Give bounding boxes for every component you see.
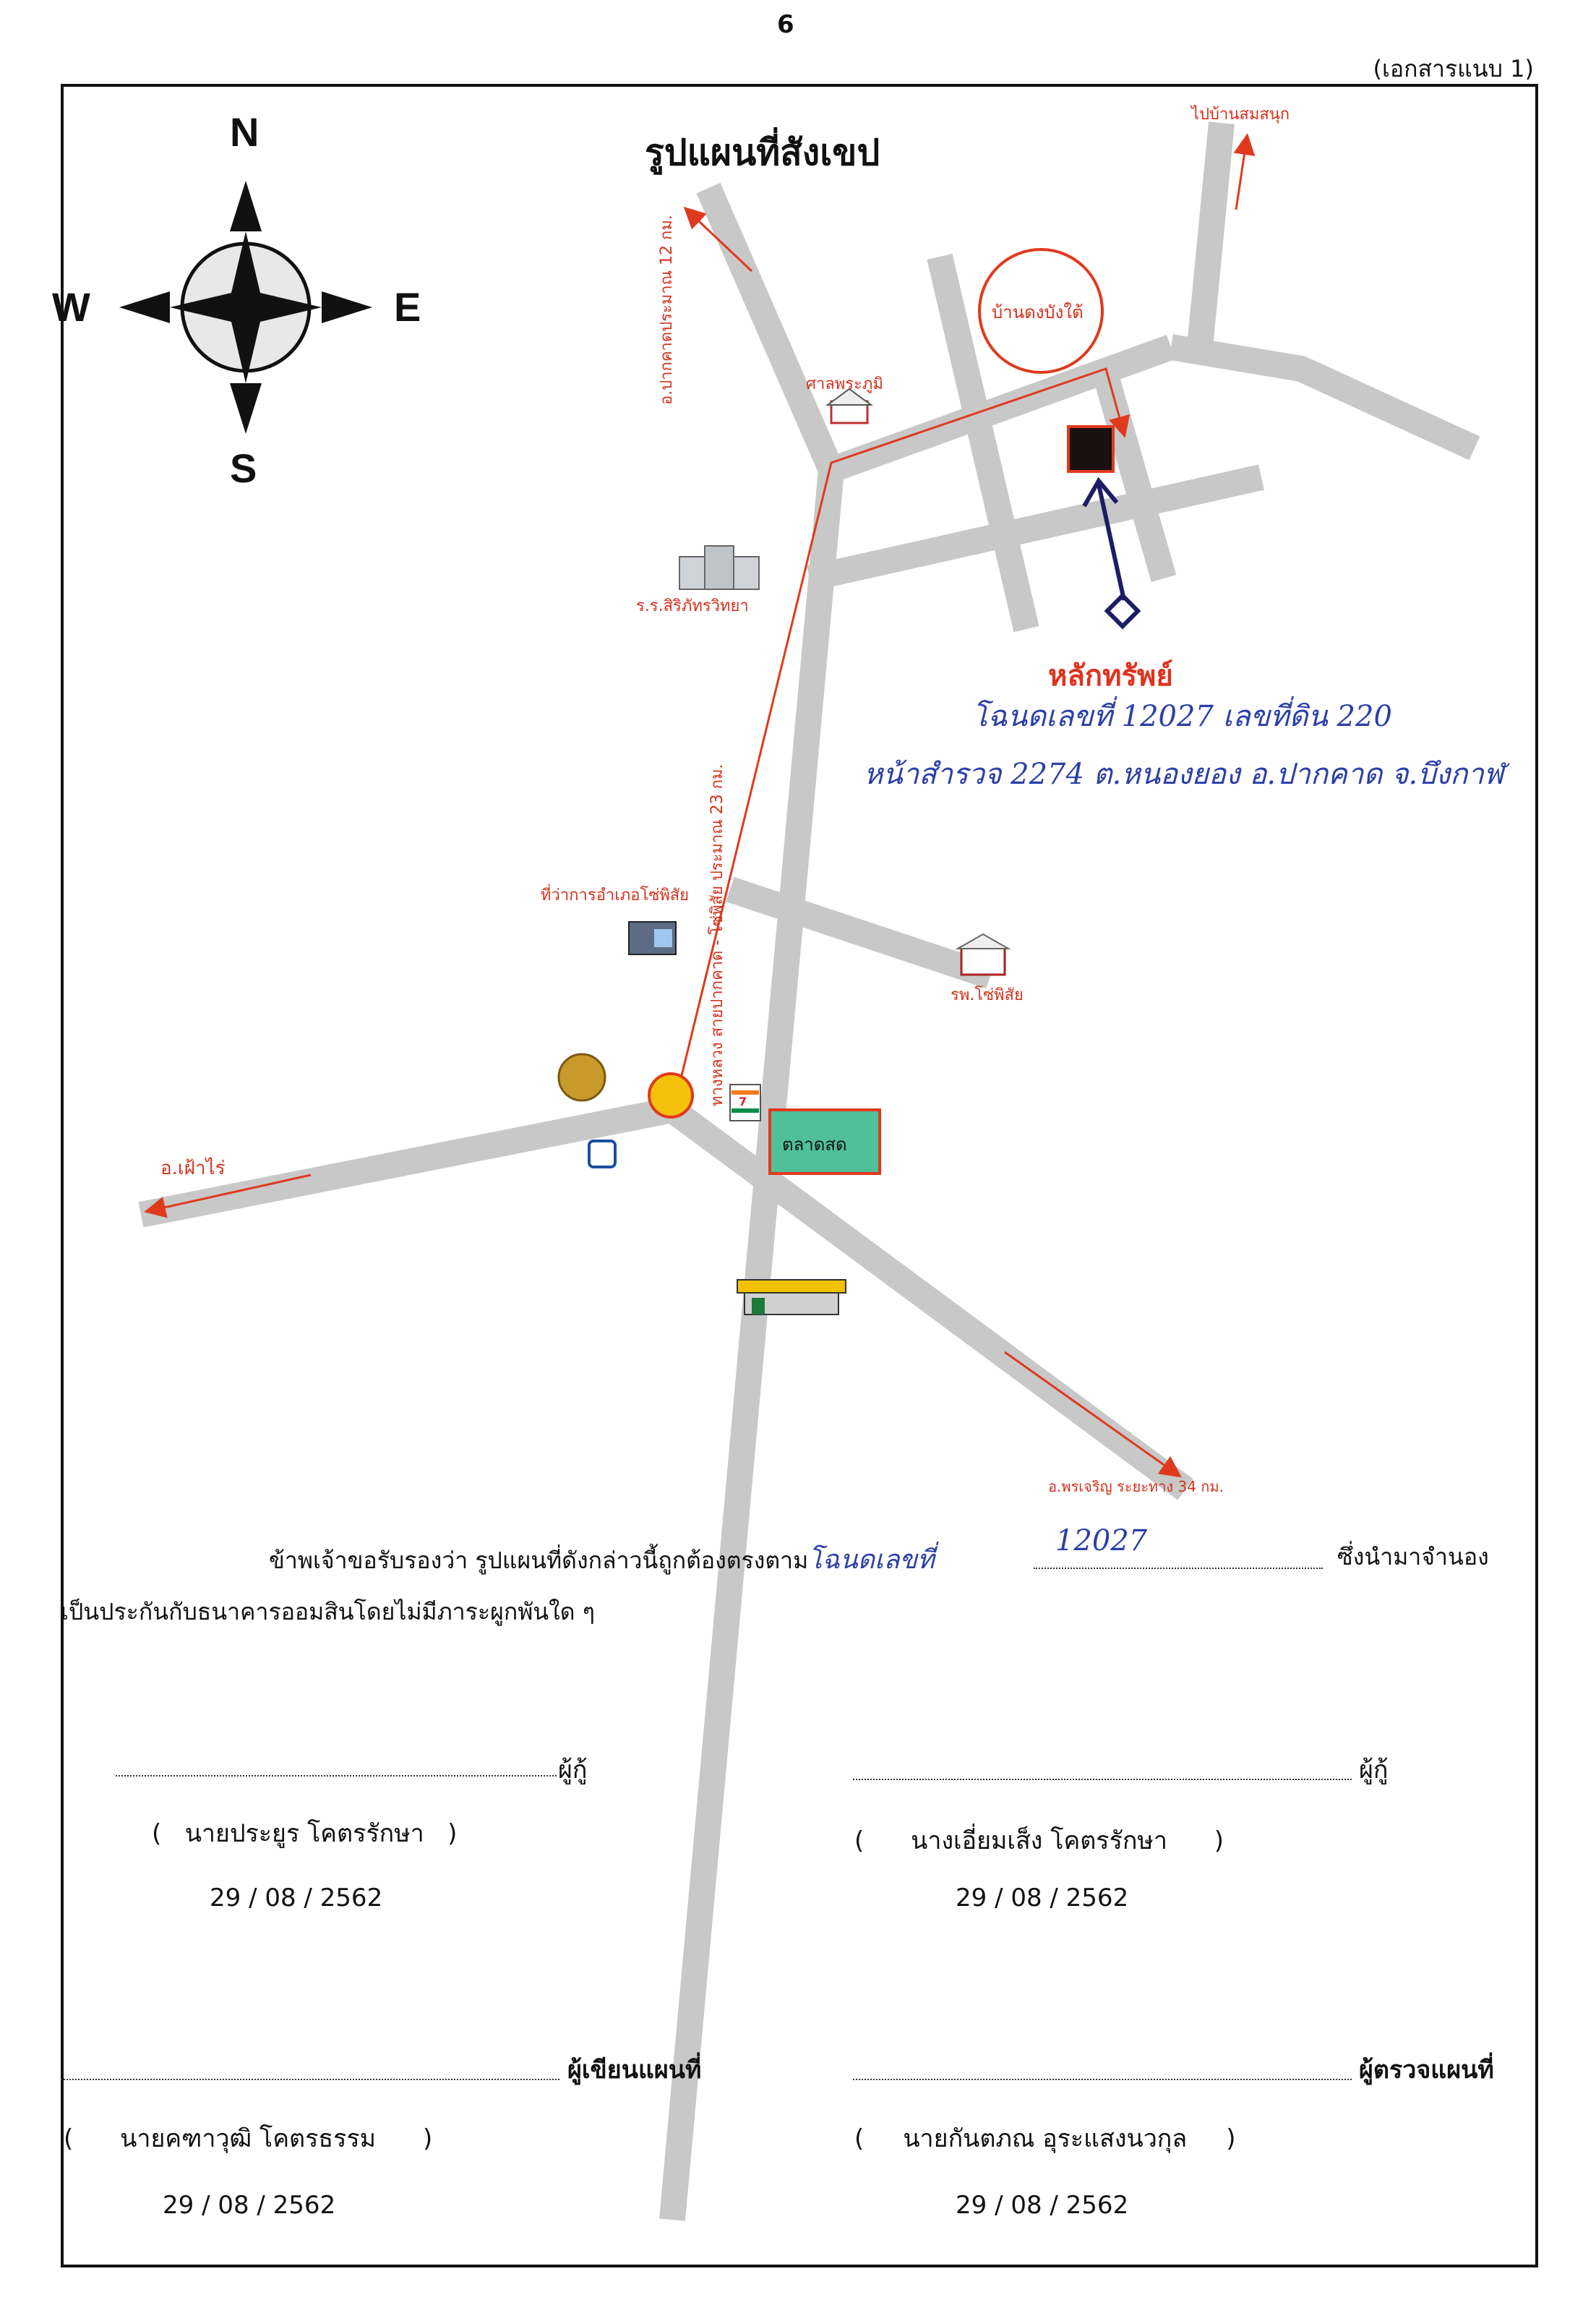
sig1-name: ( นายประยูร โคตรรักษา )	[152, 1819, 458, 1848]
sig3-line	[61, 2079, 559, 2080]
sig2-role: ผู้กู้	[1359, 1756, 1389, 1784]
sig1-line	[116, 1775, 557, 1777]
school-icon	[679, 545, 760, 590]
cert-handwritten: โฉนดเลขที่	[808, 1545, 935, 1575]
sig4-role: ผู้ตรวจแผนที่	[1359, 2056, 1494, 2085]
sig3-name: ( นายคฑาวุฒิ โคตรธรรม )	[64, 2124, 433, 2153]
label-village: บ้านดงบังใต้	[992, 302, 1084, 322]
bank-icon	[588, 1140, 617, 1168]
route-lines	[144, 133, 1256, 1478]
road-village-east	[1093, 372, 1177, 582]
asset-survey-line: หน้าสำรวจ 2274 ต.หนองยอง อ.ปากคาด จ.บึงก…	[864, 758, 1504, 791]
junction-marker	[648, 1072, 694, 1119]
sig2-line	[853, 1779, 1352, 1780]
label-phon-charoen: อ.พรเจริญ ระยะทาง 34 กม.	[1048, 1478, 1224, 1495]
sig3-date: 29 / 08 / 2562	[163, 2191, 336, 2220]
label-hospital: รพ.โซ่พิสัย	[951, 986, 1024, 1004]
asset-deed-line: โฉนดเลขที่ 12027 เลขที่ดิน 220	[972, 700, 1392, 733]
label-road-left: อ.ปากคาดประมาณ 12 กม.	[658, 215, 676, 405]
district-office-icon	[628, 921, 677, 955]
sig4-name: ( นายกันตภณ อุระแสงนวกุล )	[854, 2124, 1236, 2153]
compass-s: S	[230, 445, 257, 491]
certification-text: ข้าพเจ้าขอรับรองว่า รูปแผนที่ดังกล่าวนี้…	[269, 1539, 935, 1580]
label-school: ร.ร.สิริภัทรวิทยา	[636, 597, 749, 615]
road-village-west	[927, 253, 1039, 633]
shrine-icon	[825, 388, 874, 424]
asset-square	[1067, 425, 1115, 473]
label-fao-rai: อ.เฝ้าไร่	[160, 1158, 226, 1179]
road-to-somsanuk	[1187, 121, 1235, 349]
attachment-label: (เอกสารแนบ 1)	[1373, 55, 1534, 82]
gas-station-icon	[737, 1279, 846, 1315]
label-market: ตลาดสด	[782, 1134, 847, 1155]
asset-title: หลักทรัพย์	[1048, 659, 1173, 693]
label-shrine: ศาลพระภูมิ	[806, 375, 883, 393]
compass-e: E	[394, 284, 421, 330]
market-box	[768, 1108, 881, 1175]
cert-suffix: ซึ่งนำมาจำนอง	[1337, 1543, 1489, 1570]
roads	[138, 121, 1480, 2221]
road-northeast	[1169, 334, 1480, 461]
cert-dotted-line	[1034, 1568, 1323, 1569]
sig1-role: ผู้กู้	[558, 1756, 588, 1784]
road-phon-charoen	[664, 1099, 1193, 1500]
cert-text: ข้าพเจ้าขอรับรองว่า รูปแผนที่ดังกล่าวนี้…	[269, 1547, 809, 1574]
compass-rose-icon	[119, 181, 372, 434]
label-district-office: ที่ว่าการอำเภอโซ่พิสัย	[541, 886, 690, 905]
seal-icon	[557, 1053, 606, 1102]
map-frame	[61, 84, 1538, 2267]
label-main-road: ทางหลวง สายปากคาด - โซ่พิสัย ประมาณ 23 ก…	[708, 764, 726, 1106]
label-seven-eleven: 7	[739, 1095, 747, 1108]
asset-pointer	[1082, 476, 1141, 630]
road-village-mid	[807, 464, 1264, 591]
hospital-icon	[955, 933, 1011, 976]
compass-w: W	[52, 284, 90, 330]
compass-n: N	[230, 109, 259, 155]
page-number: 6	[777, 10, 794, 39]
road-fao-rai	[138, 1097, 675, 1228]
sig1-date: 29 / 08 / 2562	[210, 1884, 383, 1912]
sig3-role: ผู้เขียนแผนที่	[567, 2056, 702, 2085]
map-title: รูปแผนที่สังเขป	[645, 131, 880, 174]
road-village-north	[826, 335, 1176, 482]
sig4-line	[853, 2079, 1352, 2080]
sig2-name: ( นางเอี่ยมเส็ง โคตรรักษา )	[854, 1826, 1224, 1855]
road-hospital	[726, 876, 995, 989]
sig2-date: 29 / 08 / 2562	[956, 1884, 1129, 1912]
cert-line2: เป็นประกันกับธนาคารออมสินโดยไม่มีภาระผูก…	[61, 1598, 595, 1625]
label-to-somsanuk: ไปบ้านสมสนุก	[1191, 106, 1290, 124]
sig4-date: 29 / 08 / 2562	[956, 2191, 1129, 2220]
cert-deed-number: 12027	[1055, 1524, 1148, 1557]
village-circle	[978, 248, 1104, 374]
